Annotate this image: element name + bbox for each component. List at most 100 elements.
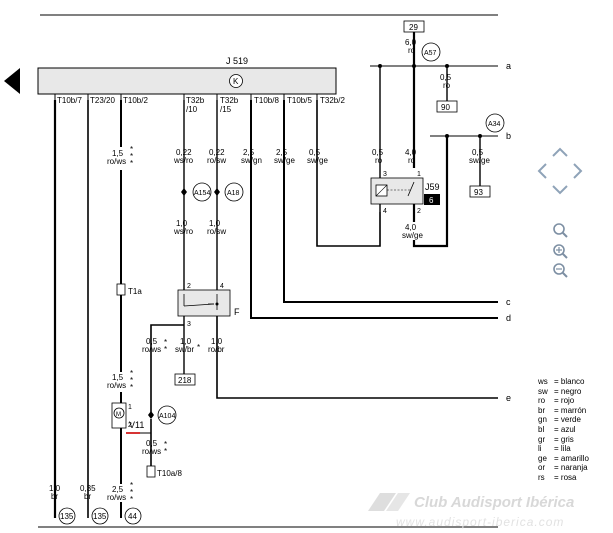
nav-down-icon[interactable] <box>552 185 568 195</box>
star-mark: * <box>164 345 167 354</box>
wire-color: ro <box>375 156 383 165</box>
wire-size: 0,5 <box>440 73 452 82</box>
legend-name: gris <box>560 434 574 444</box>
ref-label: 44 <box>128 512 137 521</box>
relay-position-badge <box>424 194 440 205</box>
wire-color: sw/ge <box>469 156 490 165</box>
connector-a154-label: A154 <box>194 190 210 197</box>
ref-box-90[interactable] <box>436 100 458 113</box>
nav-up-icon[interactable] <box>552 147 568 157</box>
legend-equals: = <box>554 396 561 406</box>
pin-number: 1 <box>128 404 132 411</box>
legend-equals: = <box>554 434 561 444</box>
watermark-logo-icon <box>368 493 396 511</box>
legend-code: ro <box>538 396 546 406</box>
magnifier-icon <box>553 223 565 235</box>
wire-size: 0,22 <box>209 148 225 157</box>
zoom-fit-button[interactable] <box>553 223 568 238</box>
ref-circle-135-b[interactable] <box>91 507 109 525</box>
ref-circle-44[interactable] <box>124 507 142 525</box>
ref-label: 135 <box>93 512 107 521</box>
ref-box-218[interactable] <box>174 373 196 386</box>
switch-f-box <box>177 289 231 317</box>
pin-label: T32b <box>220 96 239 105</box>
connector-a57-icon[interactable] <box>421 42 441 62</box>
wire-size: 4,0 <box>405 223 417 232</box>
pin-label: T10b/5 <box>287 96 312 105</box>
wire-size: 0,5 <box>146 337 158 346</box>
pin-number: 1 <box>417 171 421 178</box>
wire-color: ro/ws <box>107 157 126 166</box>
ref-label: 29 <box>409 23 418 32</box>
wire-color: ro/ws <box>142 447 161 456</box>
connector-a104-icon[interactable] <box>157 405 177 425</box>
wire-size: 1,0 <box>176 219 188 228</box>
legend-item: gr= gris <box>538 435 574 444</box>
module-symbol-k: K <box>233 77 239 86</box>
pin-label: T10b/8 <box>254 96 279 105</box>
wire-f-to-e <box>216 316 498 399</box>
legend-code: li <box>538 444 542 454</box>
nav-right-icon[interactable] <box>573 163 583 179</box>
component-j59-label: J59 <box>425 182 440 192</box>
junction-a104 <box>148 411 154 419</box>
connector-a18-icon[interactable] <box>224 182 244 202</box>
star-mark: * <box>130 383 133 392</box>
legend-item: li= lila <box>538 444 571 453</box>
connector-a18-label: A18 <box>227 190 240 197</box>
ref-label: 93 <box>474 188 483 197</box>
legend-item: ro= rojo <box>538 396 574 405</box>
zoom-out-button[interactable] <box>553 263 568 278</box>
legend-equals: = <box>554 425 561 434</box>
legend-equals: = <box>554 415 561 425</box>
legend-item: sw= negro <box>538 387 581 396</box>
wire-color: sw/ge <box>307 156 328 165</box>
legend-item: br= marrón <box>538 406 586 415</box>
legend-code: rs <box>538 473 545 482</box>
ref-label: 90 <box>441 103 450 112</box>
wire-to-c <box>283 100 498 303</box>
wire-size: 0,35 <box>80 484 96 493</box>
legend-equals: = <box>554 463 561 473</box>
legend-item: bl= azul <box>538 425 576 434</box>
junction-a154 <box>181 188 187 196</box>
pin-number: 3 <box>383 171 387 178</box>
wire-color: ro <box>408 46 416 55</box>
star-mark: * <box>130 152 133 161</box>
wire-size: 1,5 <box>112 373 124 382</box>
wire-color: ro <box>408 156 416 165</box>
connector-a34-icon[interactable] <box>485 113 505 133</box>
connector-a34-label: A34 <box>488 121 501 128</box>
star-mark: * <box>164 447 167 456</box>
pin-label: /10 <box>186 105 198 114</box>
wire-size: 1,0 <box>209 219 221 228</box>
legend-equals: = <box>554 377 561 386</box>
nav-chevrons-icon <box>537 147 583 195</box>
pin-number: 2 <box>417 208 421 215</box>
star-mark: * <box>130 481 133 490</box>
connector-a154-icon[interactable] <box>192 182 212 202</box>
wire-size: 6,0 <box>405 38 417 47</box>
wire-size: 1,0 <box>180 337 192 346</box>
watermark-title: Club Audisport Ibérica <box>414 494 575 511</box>
ref-box-93[interactable] <box>469 185 491 198</box>
connector-a57-label: A57 <box>424 50 437 57</box>
wire-color: sw/ge <box>274 156 295 165</box>
nav-left-icon[interactable] <box>537 163 547 179</box>
line-label: c <box>506 297 511 307</box>
ref-circle-135-a[interactable] <box>58 507 76 525</box>
wire-size: 2,5 <box>276 148 288 157</box>
legend-item: gn= verde <box>538 415 581 424</box>
legend-equals: = <box>554 473 561 482</box>
wire-f3-to-v11 <box>150 324 184 412</box>
wire-color: ws/ro <box>173 156 194 165</box>
wire-size: 0,22 <box>176 148 192 157</box>
wire-color: ro/sw <box>207 156 226 165</box>
wire-size: 1,0 <box>211 337 223 346</box>
pin-number: 4 <box>220 283 224 290</box>
legend-name: lila <box>560 444 571 454</box>
zoom-in-button[interactable] <box>553 244 568 259</box>
legend-code: br <box>538 405 546 415</box>
star-mark: * <box>130 376 133 385</box>
wire-j59-to-b <box>412 136 449 248</box>
